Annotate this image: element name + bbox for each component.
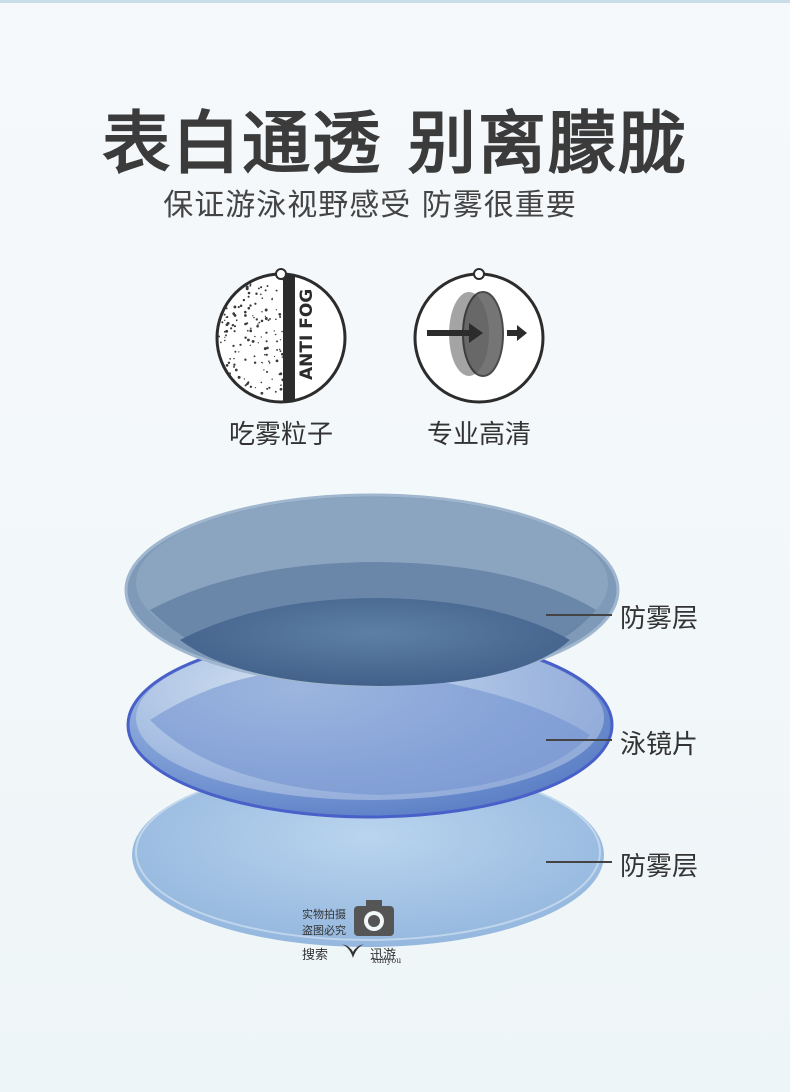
layer-label-anti-fog-bottom: 防雾层 — [620, 852, 699, 882]
layer-label-lens: 泳镜片 — [620, 730, 699, 760]
lens-layer-bottom — [132, 763, 604, 947]
watermark-brand: 迅游 — [370, 948, 397, 963]
watermark-brand-latin: xunyou — [372, 956, 402, 965]
hd-lens-icon — [413, 268, 545, 404]
camera-icon — [354, 900, 394, 936]
subheadline: 保证游泳视野感受 防雾很重要 — [163, 188, 577, 223]
watermark-search: 搜索 — [302, 948, 329, 963]
anti-fog-particles-icon: ANTI FOG — [215, 268, 347, 404]
layer-label-anti-fog-top: 防雾层 — [620, 604, 699, 634]
anti-fog-badge-text: ANTI FOG — [297, 289, 317, 380]
top-divider — [0, 0, 790, 3]
watermark: 实物拍摄 盗图必究 搜索 迅游 xunyou — [300, 898, 402, 965]
headline: 表白通透 别离朦胧 — [102, 105, 688, 184]
brand-logo-icon — [342, 944, 364, 958]
feature-label-anti-fog: 吃雾粒子 — [228, 420, 333, 450]
lens-layers-diagram — [124, 493, 620, 947]
watermark-line-2: 盗图必究 — [302, 924, 346, 937]
feature-anti-fog: ANTI FOG 吃雾粒子 — [201, 268, 361, 451]
feature-label-hd: 专业高清 — [426, 420, 531, 450]
feature-hd: 专业高清 — [399, 268, 559, 451]
watermark-line-1: 实物拍摄 — [302, 908, 346, 921]
